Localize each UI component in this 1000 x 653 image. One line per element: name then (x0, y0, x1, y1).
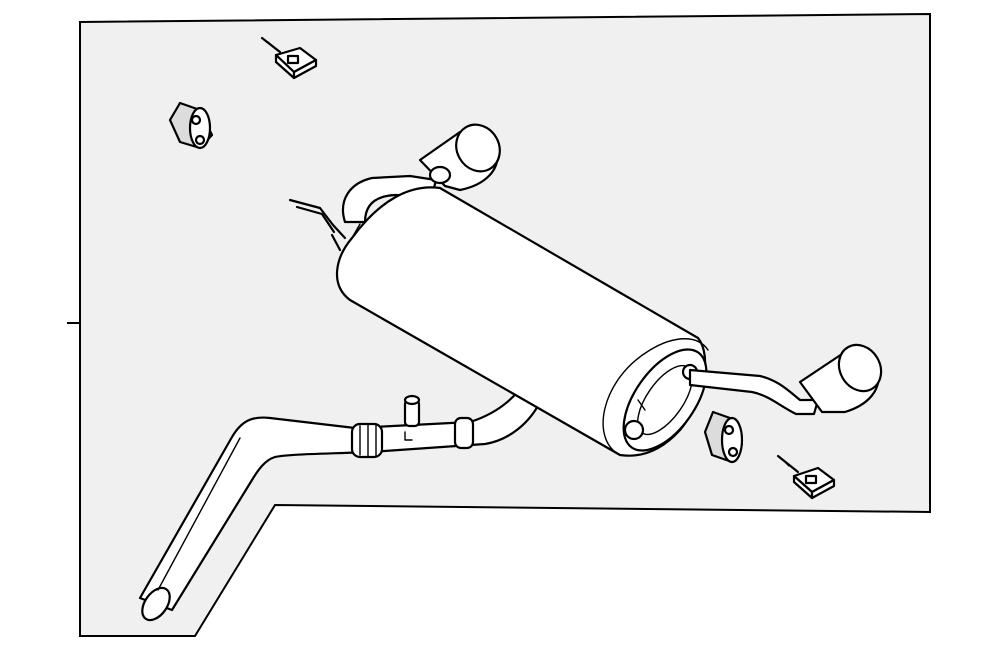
hanger-rod (288, 198, 347, 252)
clamp-bolt-upper (260, 36, 318, 80)
rubber-isolator-upper (168, 101, 214, 150)
rubber-isolator-lower (703, 410, 744, 464)
inlet-pipe (138, 387, 542, 622)
sensor-boss (403, 394, 421, 428)
tailpipe-right (688, 368, 820, 416)
exhaust-tip-upper (418, 123, 501, 192)
clamp-bolt-lower (776, 454, 836, 500)
muffler-body (335, 186, 709, 457)
pipe-clamp (350, 416, 475, 459)
exhaust-tip-right (798, 343, 883, 414)
inlet-pipe-end (141, 586, 171, 622)
